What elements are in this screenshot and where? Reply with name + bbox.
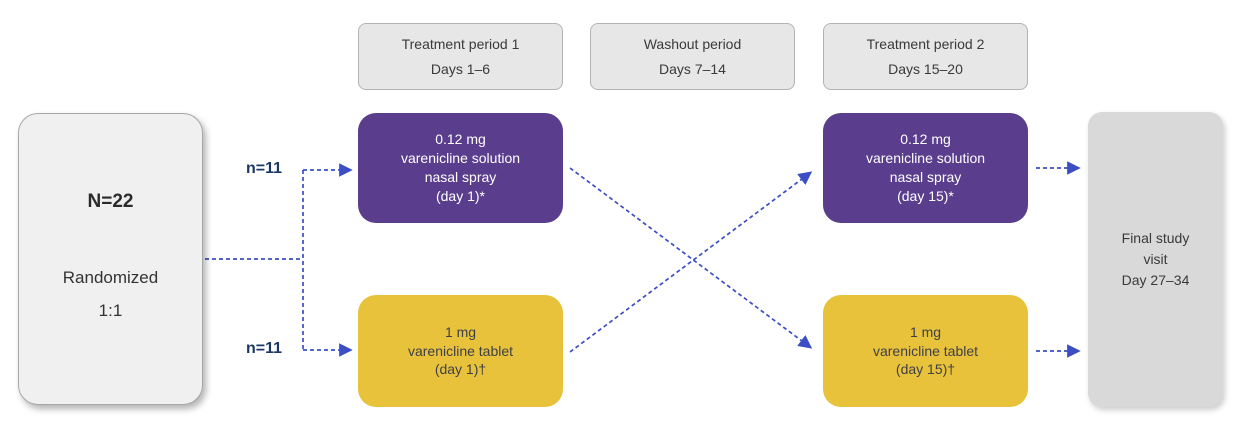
period1-nasal-spray-box: 0.12 mg varenicline solution nasal spray… xyxy=(358,113,563,223)
header-days: Days 15–20 xyxy=(888,61,963,77)
total-enrollment: N=22 xyxy=(87,190,134,212)
header-treatment-period-1: Treatment period 1 Days 1–6 xyxy=(358,23,563,90)
header-days: Days 1–6 xyxy=(430,61,491,77)
n-label-spray-arm: n=11 xyxy=(245,160,283,177)
arrow-crossover-spray-to-tablet xyxy=(569,167,813,349)
randomized-box: N=22 Randomized 1:1 xyxy=(18,113,203,405)
header-days: Days 7–14 xyxy=(659,61,726,77)
header-treatment-period-2: Treatment period 2 Days 15–20 xyxy=(823,23,1028,90)
n-label-tablet-arm: n=11 xyxy=(245,340,283,357)
randomized-label: Randomized 1:1 xyxy=(62,267,159,320)
period2-tablet-box: 1 mg varenicline tablet (day 15)† xyxy=(823,295,1028,407)
final-study-visit-box: Final study visit Day 27–34 xyxy=(1088,112,1223,407)
header-washout-period: Washout period Days 7–14 xyxy=(590,23,795,90)
period1-tablet-box: 1 mg varenicline tablet (day 1)† xyxy=(358,295,563,407)
header-title: Treatment period 1 xyxy=(401,36,520,52)
arrow-crossover-tablet-to-spray xyxy=(569,171,813,353)
period2-nasal-spray-box: 0.12 mg varenicline solution nasal spray… xyxy=(823,113,1028,223)
header-title: Washout period xyxy=(643,36,742,52)
header-title: Treatment period 2 xyxy=(866,36,985,52)
